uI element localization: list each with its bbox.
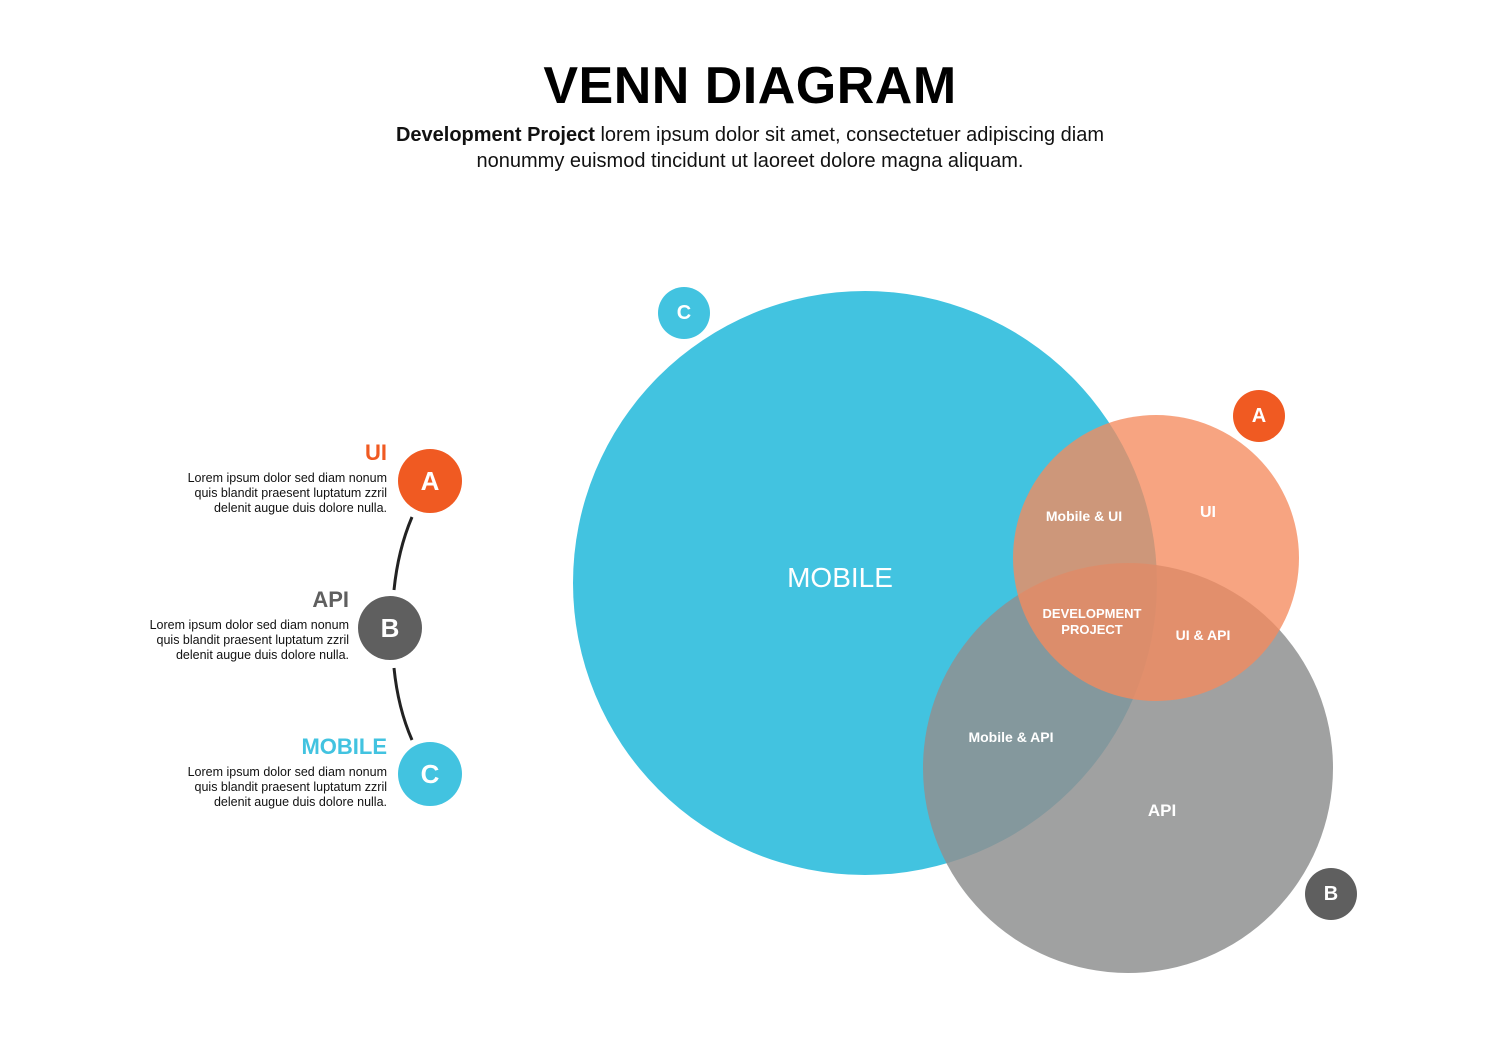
venn-badge-a: A xyxy=(1233,390,1285,442)
legend-text-api: Lorem ipsum dolor sed diam nonum quis bl… xyxy=(149,618,349,662)
venn-label-center: DEVELOPMENT PROJECT xyxy=(1022,606,1162,638)
venn-label-ui-api: UI & API xyxy=(1175,627,1231,643)
venn-label-mobile-ui: Mobile & UI xyxy=(1045,508,1123,524)
venn-label-center-line2: PROJECT xyxy=(1061,622,1123,637)
legend-connector-bottom xyxy=(392,667,414,741)
subtitle-bold: Development Project xyxy=(395,124,595,146)
page-subtitle: Development Project lorem ipsum dolor si… xyxy=(350,122,1150,174)
venn-label-center-line1: DEVELOPMENT xyxy=(1042,606,1142,621)
legend-title-mobile: MOBILE xyxy=(301,734,387,759)
legend-badge-a: A xyxy=(398,449,462,513)
venn-label-ui: UI xyxy=(1200,504,1216,521)
venn-badge-c: C xyxy=(658,287,710,339)
legend-text-ui: Lorem ipsum dolor sed diam nonum quis bl… xyxy=(187,471,387,515)
legend-text-mobile: Lorem ipsum dolor sed diam nonum quis bl… xyxy=(187,765,387,809)
venn-circle-ui xyxy=(1013,415,1299,701)
legend-badge-b: B xyxy=(358,596,422,660)
legend-title-ui: UI xyxy=(365,440,387,465)
legend-title-api: API xyxy=(312,587,349,612)
page-title: VENN DIAGRAM xyxy=(543,57,957,115)
venn-label-api: API xyxy=(1147,801,1177,820)
venn-label-mobile: MOBILE xyxy=(787,562,893,593)
legend-badge-c: C xyxy=(398,742,462,806)
venn-label-mobile-api: Mobile & API xyxy=(968,729,1054,745)
venn-badge-b: B xyxy=(1305,868,1357,920)
subtitle-text: lorem ipsum dolor sit amet, consectetuer… xyxy=(476,124,1105,172)
legend-connector-top xyxy=(392,516,414,591)
